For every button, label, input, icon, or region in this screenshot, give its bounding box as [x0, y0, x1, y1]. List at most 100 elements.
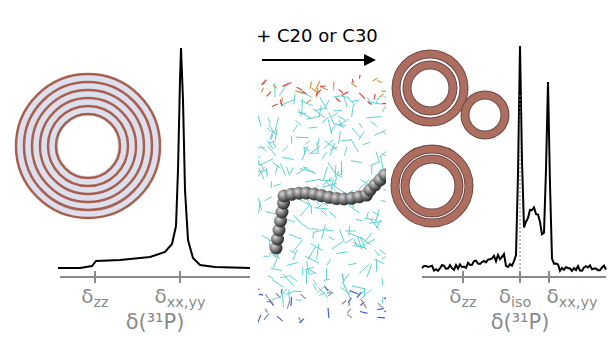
lipid-tail	[335, 165, 337, 178]
lipid-tail	[329, 211, 336, 218]
lipid-tail	[300, 200, 311, 206]
headgroup	[302, 91, 306, 94]
lipid-tail	[366, 212, 368, 219]
headgroup	[320, 85, 326, 87]
axis-tick-label: δxx,yy	[547, 286, 598, 306]
lipid-tail	[334, 110, 342, 111]
lipid-tail	[371, 166, 372, 174]
lipid-tail	[319, 292, 325, 296]
lipid-tail	[380, 250, 386, 255]
lipid-tail	[275, 165, 277, 173]
headgroup	[324, 286, 328, 291]
lipid-tail	[374, 259, 384, 263]
tick	[179, 271, 181, 283]
lipid-tail	[296, 137, 309, 139]
lipid-tail	[290, 167, 293, 174]
lipid-tail	[269, 141, 276, 143]
headgroup	[351, 83, 357, 87]
lipid-tail	[344, 147, 347, 156]
axis-tick-label: δzz	[449, 286, 476, 306]
lipid-tail	[311, 244, 323, 251]
lipid-tail	[342, 96, 350, 98]
headgroup	[310, 82, 311, 89]
lipid-tail	[282, 145, 288, 151]
spectrum-left	[58, 48, 250, 268]
bilayer-ring	[40, 98, 136, 194]
lipid-tail	[305, 141, 310, 145]
lipid-tail	[342, 274, 344, 281]
vesicle-fill	[16, 74, 160, 218]
headgroup	[287, 301, 289, 308]
headgroup	[327, 308, 329, 318]
lipid-tail	[259, 201, 261, 213]
lipid-tail	[364, 218, 376, 220]
axis-tick-label: δxx,yy	[155, 286, 206, 306]
lipid-tail	[341, 140, 352, 141]
lipid-tail	[272, 280, 284, 287]
lipid-tail	[297, 167, 308, 174]
lipid-tail	[294, 94, 295, 105]
headgroup	[378, 303, 384, 309]
bilayer-ring	[465, 95, 505, 135]
lipid-tail	[382, 106, 385, 112]
lipid-tail	[374, 130, 386, 135]
tick	[462, 271, 464, 283]
lipid-tail	[289, 275, 297, 281]
lipid-tail	[351, 161, 362, 163]
lipid-tail	[282, 293, 283, 308]
headgroup	[347, 314, 351, 318]
bilayer-ring	[396, 54, 464, 122]
multilamellar-vesicle	[16, 74, 160, 218]
carbon-atom	[379, 169, 387, 182]
bilayer-ring	[395, 149, 469, 223]
lipid-tail	[280, 163, 285, 175]
lipid-tail	[299, 90, 311, 97]
headgroup	[316, 90, 321, 96]
lipid-tail	[275, 117, 279, 132]
lipid-tail	[351, 139, 359, 152]
lipid-tail	[328, 163, 336, 174]
lipid-tail	[352, 286, 366, 289]
lipid-tail	[354, 239, 357, 246]
lipid-tail	[370, 162, 380, 166]
lipid-tail	[272, 297, 280, 300]
headgroup	[258, 315, 261, 323]
headgroup	[280, 100, 282, 106]
lipid-tail	[260, 145, 267, 151]
headgroup	[290, 297, 292, 306]
lipid-tail	[293, 125, 298, 132]
lipid-tail	[258, 114, 261, 127]
lipid-tail	[258, 147, 265, 148]
lipid-tail	[288, 289, 290, 302]
lipid-tail	[271, 268, 282, 270]
bilayer-ring	[24, 82, 152, 210]
lipid-tail	[352, 104, 354, 118]
headgroup	[347, 309, 351, 313]
lipid-tail	[307, 116, 320, 119]
lipid-tail	[271, 181, 272, 188]
lipid-tail	[376, 95, 380, 103]
headgroup	[380, 94, 384, 98]
headgroup	[265, 294, 268, 298]
headgroup	[352, 79, 354, 83]
lipid-tail	[362, 239, 376, 247]
headgroup	[321, 87, 328, 90]
tick	[519, 271, 521, 283]
lipid-tail	[283, 274, 293, 286]
headgroup	[261, 80, 266, 85]
lipid-tail	[337, 124, 345, 125]
headgroup	[265, 309, 267, 313]
lipid-tail	[356, 219, 362, 221]
lipid-tail	[381, 200, 386, 202]
lipid-tail	[327, 259, 331, 265]
lipid-tail	[367, 101, 382, 104]
headgroup	[382, 103, 386, 104]
headgroup	[281, 289, 283, 293]
small-vesicles	[395, 54, 505, 223]
headgroup	[281, 97, 282, 102]
lipid-tail	[320, 97, 327, 109]
headgroup	[300, 294, 305, 299]
headgroup	[258, 289, 260, 293]
lipid-tail	[364, 289, 366, 297]
